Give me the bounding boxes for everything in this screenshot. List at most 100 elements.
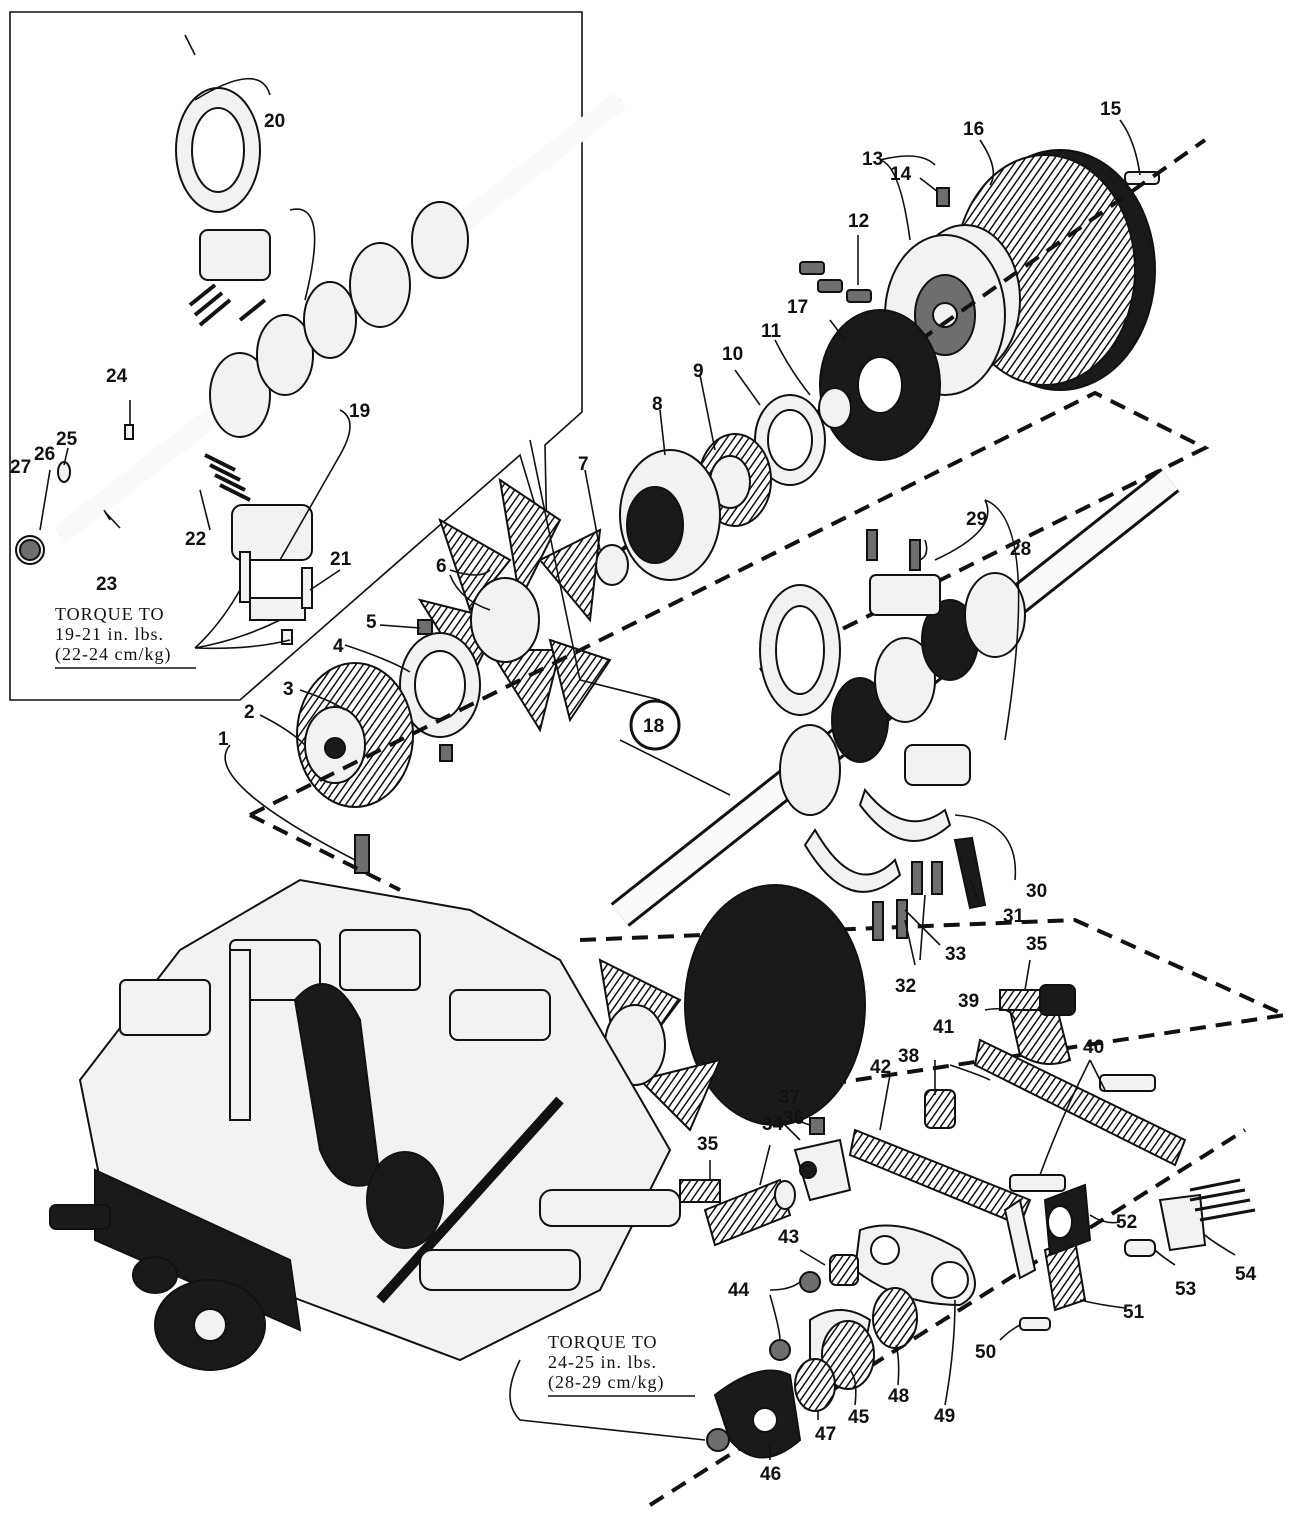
eccentric-45-48 [809, 1287, 918, 1390]
crankshaft-assembly [610, 468, 1180, 927]
inset-bearing-cap [231, 504, 313, 621]
inset-main-shaft [15, 92, 627, 565]
bottom-torque-note: TORQUE TO 24-25 in. lbs. (28-29 cm/kg) [548, 1332, 695, 1397]
bearing-47 [794, 1358, 836, 1412]
callout-10: 10 [722, 344, 743, 365]
link-49 [853, 1224, 976, 1307]
callout-16: 16 [963, 119, 984, 140]
callout-11: 11 [761, 321, 782, 342]
callout-42: 42 [870, 1057, 891, 1078]
callout-7: 7 [578, 454, 589, 475]
callout-26: 26 [34, 444, 55, 465]
callout-18-circle [629, 699, 681, 751]
inset-torque-note: TORQUE TO 19-21 in. lbs. (22-24 cm/kg) [55, 604, 196, 669]
callout-19: 19 [349, 401, 370, 422]
screw-5 [417, 619, 433, 635]
callout-28: 28 [1010, 539, 1031, 560]
callout-8: 8 [652, 394, 663, 415]
callout-14: 14 [890, 164, 912, 185]
screw-50 [1019, 1317, 1051, 1331]
bushing-38 [924, 1089, 956, 1129]
callout-38: 38 [898, 1046, 919, 1067]
callout-51: 51 [1123, 1302, 1145, 1323]
callout-12: 12 [848, 211, 869, 232]
pin-34 [703, 1178, 796, 1247]
crank-36 [793, 1138, 852, 1202]
callout-40: 40 [1083, 1037, 1104, 1058]
callout-23: 23 [96, 574, 117, 595]
inset-connecting-rod [175, 87, 271, 281]
ring-7 [595, 544, 629, 586]
callout-20: 20 [264, 111, 285, 132]
spring-43 [829, 1254, 859, 1286]
callout-48: 48 [888, 1386, 909, 1407]
plate-17 [819, 309, 941, 461]
inset-torque-line2: 19-21 in. lbs. [55, 624, 164, 644]
bottom-torque-line2: 24-25 in. lbs. [548, 1352, 657, 1372]
callout-39: 39 [958, 991, 979, 1012]
callout-30: 30 [1026, 881, 1047, 902]
dashed-box-shaft [249, 390, 1210, 817]
callout-50: 50 [975, 1342, 996, 1363]
callout-17: 17 [787, 297, 808, 318]
bearing-housing-8 [619, 449, 721, 581]
callout-53: 53 [1175, 1279, 1196, 1300]
callout-6: 6 [436, 556, 447, 577]
callout-labels: 1 2 3 4 5 6 7 8 9 10 11 12 13 14 15 16 1… [10, 99, 1257, 1485]
callout-22: 22 [185, 529, 206, 550]
set-screw-1 [354, 834, 370, 874]
callout-5: 5 [366, 612, 377, 633]
callout-41: 41 [933, 1017, 955, 1038]
callout-45: 45 [848, 1407, 870, 1428]
callout-1: 1 [218, 729, 229, 750]
screws-29 [866, 529, 921, 571]
feed-bar-40-41 [973, 1038, 1187, 1192]
block-52 [1043, 1183, 1092, 1257]
connecting-rod-28 [759, 574, 971, 786]
pulley-2 [304, 706, 366, 784]
callout-54: 54 [1235, 1264, 1257, 1285]
inset-small-parts [19, 424, 313, 645]
bottom-torque-line3: (28-29 cm/kg) [548, 1372, 664, 1393]
screws-12 [799, 261, 872, 303]
callout-36: 36 [783, 1108, 804, 1129]
inset-needle-bearings [188, 283, 267, 502]
set-screw-small [439, 744, 453, 762]
callout-29: 29 [966, 509, 987, 530]
feed-bar-42 [848, 1128, 1037, 1280]
callout-4: 4 [333, 636, 344, 657]
screw-53 [1124, 1239, 1156, 1257]
callout-25: 25 [56, 429, 78, 450]
seal-10 [754, 394, 826, 486]
callout-47: 47 [815, 1424, 836, 1445]
callout-18: 18 [643, 716, 664, 737]
callout-15: 15 [1100, 99, 1122, 120]
bearing-halves-30 [803, 787, 952, 893]
callout-31: 31 [1003, 906, 1025, 927]
spring-35-upper [999, 989, 1041, 1011]
callout-3: 3 [283, 679, 294, 700]
callout-35-upper: 35 [1026, 934, 1048, 955]
nut-torque [706, 1428, 730, 1452]
nuts-44 [769, 1271, 821, 1361]
cam-46 [713, 1369, 802, 1459]
bottom-torque-line1: TORQUE TO [548, 1332, 658, 1352]
callout-37: 37 [779, 1087, 800, 1108]
callout-46: 46 [760, 1464, 781, 1485]
spring-31 [953, 836, 987, 910]
callout-35-lower: 35 [697, 1134, 719, 1155]
callout-33: 33 [945, 944, 966, 965]
callout-9: 9 [693, 361, 704, 382]
screw-14 [936, 187, 950, 207]
callout-32: 32 [895, 976, 916, 997]
screw-37 [809, 1117, 825, 1135]
handwheel-lower [598, 884, 866, 1132]
bracket-54 [1158, 1178, 1256, 1252]
callout-13: 13 [862, 149, 883, 170]
callout-34: 34 [762, 1114, 784, 1135]
callout-24: 24 [106, 366, 128, 387]
callout-21: 21 [330, 549, 352, 570]
inset-torque-line1: TORQUE TO [55, 604, 165, 624]
callout-43: 43 [778, 1227, 799, 1248]
